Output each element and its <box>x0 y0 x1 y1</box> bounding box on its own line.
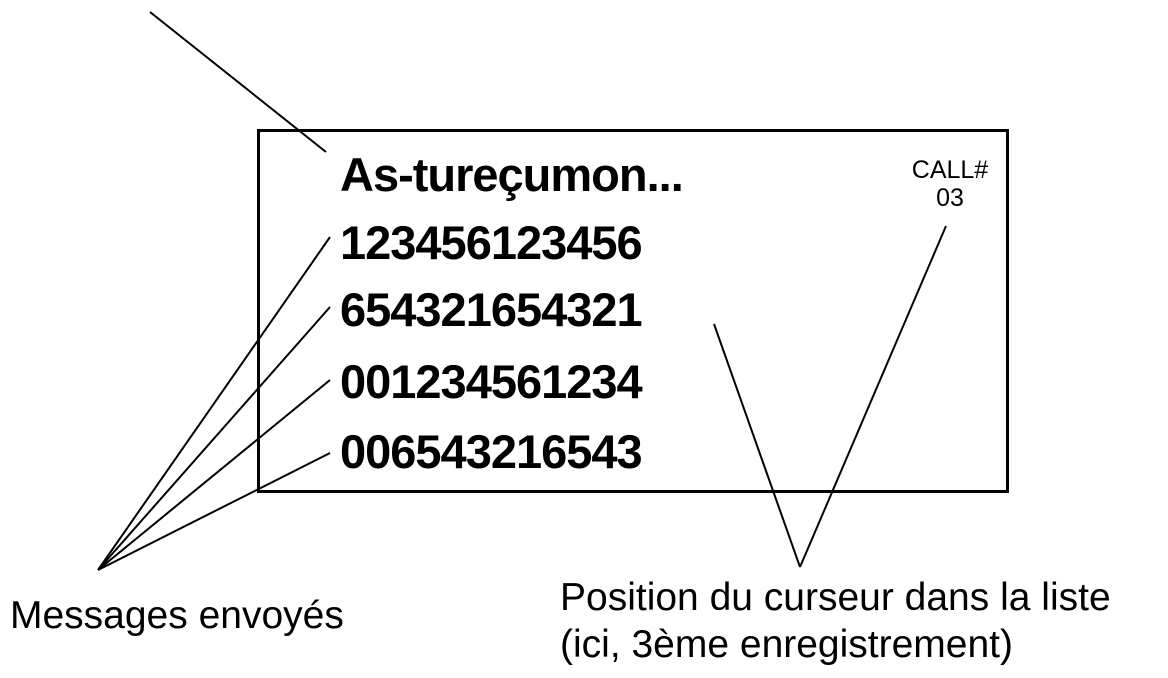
list-item[interactable]: 123456123456 <box>340 210 643 276</box>
call-label: CALL# <box>911 156 989 184</box>
cursor-leader-line-row <box>713 323 801 568</box>
list-item[interactable]: 006543216543 <box>340 419 643 485</box>
call-number: 03 <box>936 184 964 212</box>
list-item-number: 123456123456 <box>340 216 643 269</box>
message-leader-line-4 <box>97 452 331 571</box>
message-leader-line-3 <box>97 379 331 571</box>
title-leader-line <box>149 11 327 153</box>
caption-cursor-position: Position du curseur dans la liste (ici, … <box>560 574 1111 668</box>
list-item-number: 006543216543 <box>340 425 643 478</box>
caption-sent-messages: Messages envoyés <box>10 594 344 637</box>
display-screen: As-tureçumon... CALL# 03 123456123456 65… <box>257 129 1009 493</box>
caption-cursor-line-1: Position du curseur dans la liste <box>560 576 1111 619</box>
caption-cursor-line-2: (ici, 3ème enregistrement) <box>560 623 1013 666</box>
list-item-number: 001234561234 <box>340 355 643 408</box>
message-leader-line-2 <box>97 306 331 571</box>
cursor-leader-line-call <box>799 225 947 568</box>
call-counter: CALL# 03 <box>900 156 1000 212</box>
list-item[interactable]: 001234561234 <box>340 349 643 415</box>
list-item-selected[interactable]: 654321654321 <box>332 277 886 349</box>
screen-title: As-tureçumon... <box>340 148 684 201</box>
list-item-number: 654321654321 <box>340 283 643 336</box>
message-leader-line-1 <box>97 236 331 571</box>
